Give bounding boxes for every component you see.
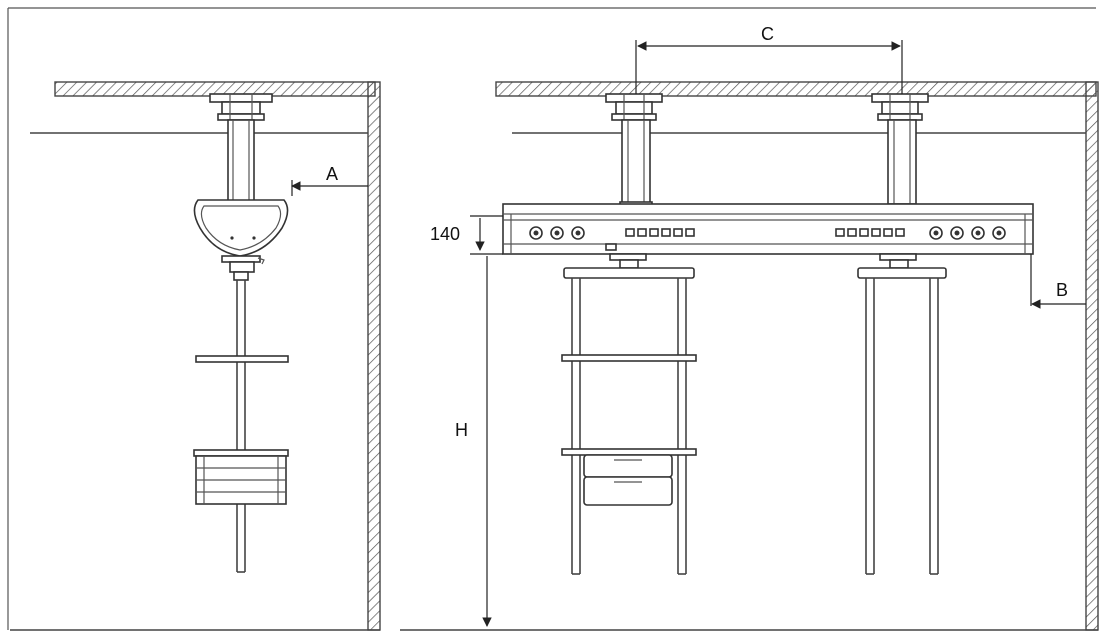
left-basket [193, 449, 289, 505]
dimension-c: C [635, 24, 903, 94]
dimension-140: 140 [430, 215, 503, 255]
hanger-joint-2 [879, 253, 917, 269]
dimension-140-label: 140 [430, 224, 460, 244]
horizontal-beam-unit [502, 203, 1034, 255]
left-column [227, 119, 255, 203]
socket-row-right [835, 228, 905, 237]
left-side-view: A [10, 81, 381, 631]
left-head-unit [193, 199, 289, 281]
trolley-left-shelf-1 [561, 354, 697, 362]
right-column-1 [619, 119, 653, 217]
trolley-left-drawer-1 [583, 454, 673, 478]
outer-frame [7, 7, 1096, 630]
left-shelf [195, 355, 289, 363]
left-pole [236, 280, 246, 573]
dimension-h-label: H [455, 420, 468, 440]
dimension-b: B [1030, 254, 1086, 309]
dimension-a-label: A [326, 164, 338, 184]
right-column-2 [887, 119, 917, 205]
outlets-left [529, 226, 585, 240]
trolley-left-shelf-2 [561, 448, 697, 456]
right-front-view: C B 140 H [400, 24, 1099, 631]
hanger-joint-1 [609, 253, 647, 269]
dimension-b-label: B [1056, 280, 1068, 300]
trolley-left-drawer-2 [583, 476, 673, 506]
left-wall [367, 81, 381, 631]
right-mount-flange-1 [605, 93, 663, 121]
socket-row-left [625, 228, 695, 237]
left-mount-flange [209, 93, 273, 121]
right-ceiling-slab [495, 81, 1097, 97]
trolley-left [561, 267, 697, 575]
dimension-a: A [291, 164, 368, 196]
right-mount-flange-2 [871, 93, 929, 121]
outlets-right [929, 226, 1006, 240]
dimension-c-label: C [761, 24, 774, 44]
trolley-right [857, 267, 947, 575]
right-wall [1085, 81, 1099, 631]
dimension-h: H [455, 256, 492, 627]
